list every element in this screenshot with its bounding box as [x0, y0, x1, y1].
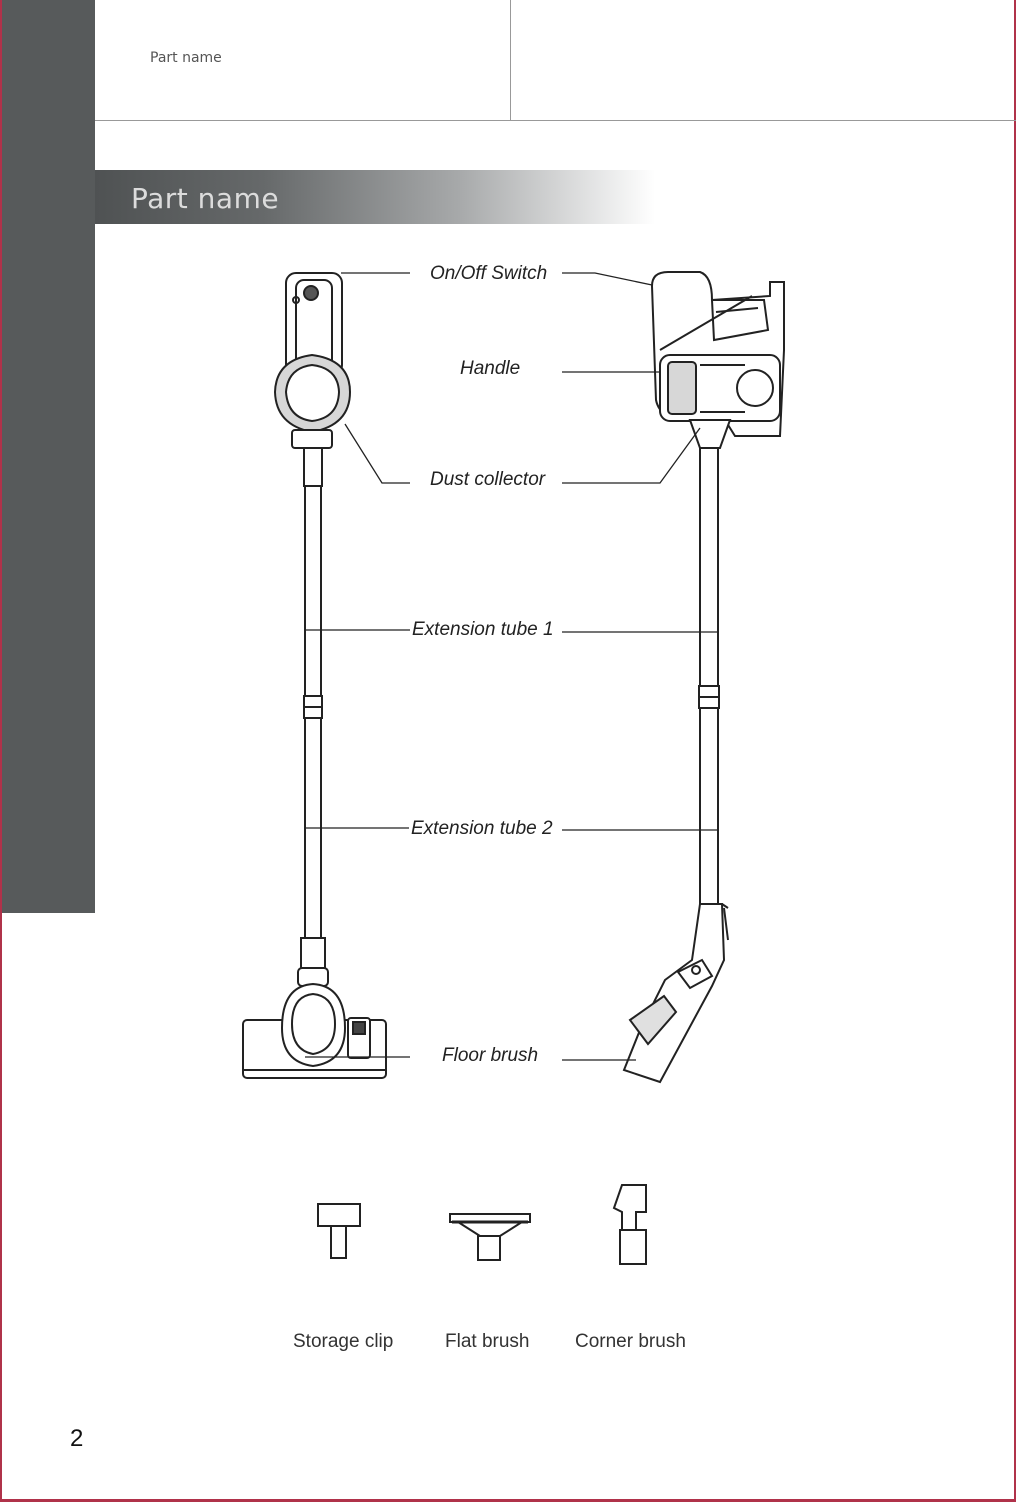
- side-view-vacuum: [624, 272, 784, 1082]
- label-flat-brush: Flat brush: [445, 1331, 529, 1353]
- page-number: 2: [70, 1425, 83, 1453]
- label-floor-brush: Floor brush: [440, 1045, 540, 1067]
- front-view-vacuum: [243, 273, 386, 1078]
- flat-brush-drawing: [450, 1214, 530, 1260]
- label-on-off-switch: On/Off Switch: [428, 263, 549, 285]
- label-corner-brush: Corner brush: [575, 1331, 686, 1353]
- label-handle: Handle: [458, 358, 522, 380]
- label-extension-tube-1: Extension tube 1: [410, 619, 556, 641]
- label-storage-clip: Storage clip: [293, 1331, 393, 1353]
- label-extension-tube-2: Extension tube 2: [409, 818, 555, 840]
- storage-clip-drawing: [318, 1204, 360, 1258]
- corner-brush-drawing: [614, 1185, 646, 1264]
- label-dust-collector: Dust collector: [428, 469, 547, 491]
